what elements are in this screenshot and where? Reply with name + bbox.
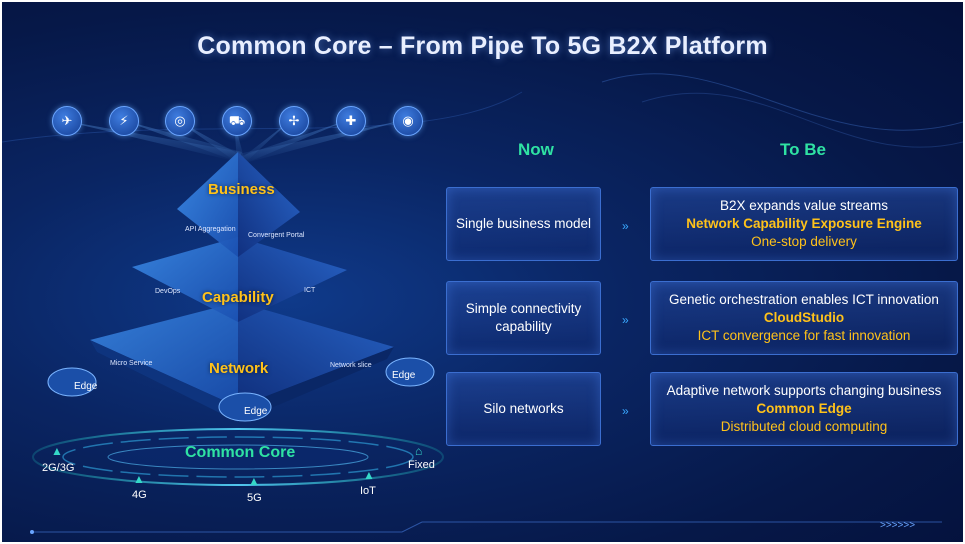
access-iot-label: IoT [360,485,376,497]
business-layer-label: Business [208,181,275,198]
common-core-label: Common Core [185,444,296,461]
to-be-row-1-line-2: Network Capability Exposure Engine [686,216,922,231]
capability-layer-label: Capability [202,289,274,306]
connected-car-icon: ⛟ [222,106,252,136]
now-row-3: Silo networks [446,372,601,446]
access-fixed-label: Fixed [408,459,435,471]
arrow-right-icon: » [622,404,629,418]
to-be-row-2-line-2: CloudStudio [763,310,845,325]
devops-label: DevOps [155,288,181,295]
home-fixed-icon: ⌂ [415,444,423,458]
pyramid-graphic [32,152,444,486]
ict-label: ICT [304,287,316,294]
now-row-2: Simple connectivity capability [446,281,601,355]
to-be-row-2-line-1: Genetic orchestration enables ICT innova… [669,292,939,307]
micro-service-label: Micro Service [110,360,153,367]
to-be-row-3-line-2: Common Edge [756,401,852,416]
now-row-1: Single business model [446,187,601,261]
arrow-right-icon: » [622,313,629,327]
to-be-row-1: B2X expands value streams Network Capabi… [650,187,958,261]
to-be-row-1-line-3: One-stop delivery [751,234,857,249]
api-aggregation-label: API Aggregation [185,226,236,233]
access-2g3g-label: 2G/3G [42,462,75,474]
to-be-row-2: Genetic orchestration enables ICT innova… [650,281,958,355]
edge-left-label: Edge [74,381,98,392]
power-tower-icon: ⚡ [109,106,139,136]
to-be-row-3-line-3: Distributed cloud computing [720,419,888,434]
to-be-row-2-line-3: ICT convergence for fast innovation [697,328,911,343]
network-slice-label: Network slice [330,362,372,369]
access-5g-label: 5G [247,492,262,504]
slide-title: Common Core – From Pipe To 5G B2X Platfo… [197,32,768,60]
svg-text:>>>>>>: >>>>>> [880,520,915,531]
edge-right-label: Edge [392,370,416,381]
now-column-header: Now [518,140,554,159]
vr-headset-icon: ◎ [165,106,195,136]
to-be-row-3: Adaptive network supports changing busin… [650,372,958,446]
edge-center-label: Edge [244,406,268,417]
to-be-row-1-line-1: B2X expands value streams [719,198,889,213]
drone-delivery-icon: ✈ [52,106,82,136]
convergent-portal-label: Convergent Portal [248,232,305,239]
access-4g-label: 4G [132,489,147,501]
network-layer-label: Network [209,360,269,377]
drone-icon: ✢ [279,106,309,136]
tower-5g-icon: ▲ [248,474,260,488]
tower-4g-icon: ▲ [133,472,145,486]
tower-2g3g-icon: ▲ [51,444,63,458]
tower-iot-icon: ▲ [363,468,375,482]
gamepad-icon: ✚ [336,106,366,136]
to-be-row-3-line-1: Adaptive network supports changing busin… [666,383,942,398]
to-be-column-header: To Be [780,140,826,159]
camera-icon: ◉ [393,106,423,136]
arrow-right-icon: » [622,219,629,233]
